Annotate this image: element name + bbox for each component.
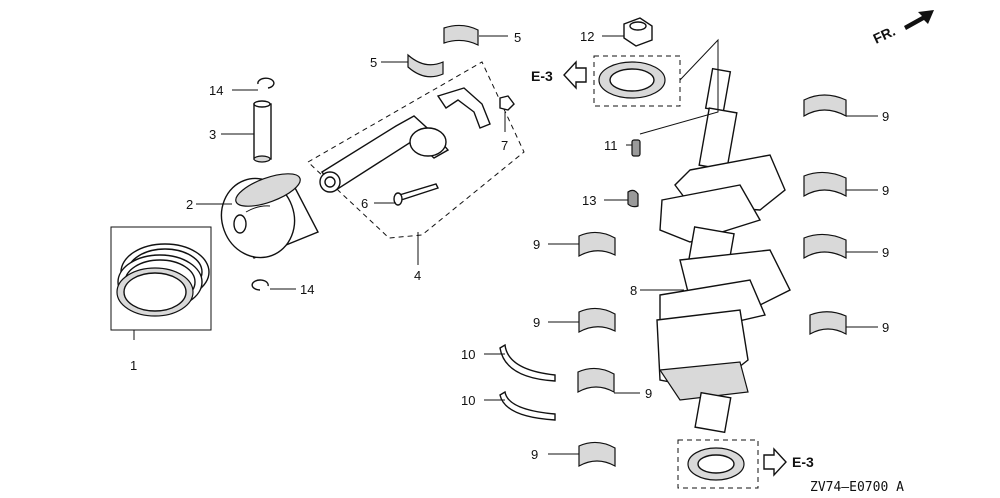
callout-14-top: 14 bbox=[209, 83, 223, 98]
piston bbox=[220, 173, 319, 259]
front-direction-label: FR. bbox=[871, 23, 898, 47]
callout-5-lower: 5 bbox=[370, 55, 377, 70]
main-bearing-6 bbox=[578, 307, 616, 334]
crank-key bbox=[627, 189, 639, 208]
thrust-washer-1 bbox=[499, 343, 556, 382]
crankshaft-nut bbox=[623, 17, 653, 47]
callout-8: 8 bbox=[630, 283, 637, 298]
main-bearing-2 bbox=[803, 171, 847, 198]
callout-3: 3 bbox=[209, 127, 216, 142]
e3-arrow-top bbox=[563, 60, 587, 90]
main-bearing-1 bbox=[803, 94, 847, 118]
connecting-rod-assembly bbox=[307, 61, 525, 239]
callout-9-h: 9 bbox=[531, 447, 538, 462]
callout-9-g: 9 bbox=[645, 386, 652, 401]
main-bearing-8 bbox=[578, 441, 616, 468]
leader-lines bbox=[133, 35, 878, 455]
callout-7: 7 bbox=[501, 138, 508, 153]
callout-5-upper: 5 bbox=[514, 30, 521, 45]
callout-9-e: 9 bbox=[533, 237, 540, 252]
callout-9-b: 9 bbox=[882, 183, 889, 198]
callout-10-b: 10 bbox=[461, 393, 475, 408]
e3-arrow-bottom bbox=[763, 447, 787, 477]
oil-seal-bottom bbox=[677, 439, 759, 489]
main-bearing-5 bbox=[578, 231, 616, 258]
callout-10-a: 10 bbox=[461, 347, 475, 362]
callout-4: 4 bbox=[414, 268, 421, 283]
pin-clip-bottom bbox=[251, 279, 269, 291]
callout-9-f: 9 bbox=[533, 315, 540, 330]
diagram-code: ZV74—E0700 A bbox=[810, 480, 904, 495]
crankshaft bbox=[656, 67, 791, 434]
piston-ring-set bbox=[110, 226, 212, 331]
main-bearing-3 bbox=[803, 233, 847, 260]
pin-clip-top bbox=[257, 77, 275, 89]
main-bearing-4 bbox=[809, 311, 847, 336]
callout-6: 6 bbox=[361, 196, 368, 211]
rod-bearing-lower bbox=[407, 53, 444, 78]
callout-1: 1 bbox=[130, 358, 137, 373]
oil-seal-top bbox=[593, 38, 719, 135]
callout-2: 2 bbox=[186, 197, 193, 212]
woodruff-key bbox=[631, 139, 641, 157]
callout-11: 11 bbox=[604, 138, 618, 153]
section-ref-top[interactable]: E-3 bbox=[531, 68, 553, 84]
callout-9-c: 9 bbox=[882, 245, 889, 260]
main-bearing-7 bbox=[577, 367, 615, 394]
callout-9-a: 9 bbox=[882, 109, 889, 124]
thrust-washer-2 bbox=[499, 390, 556, 421]
section-ref-bottom[interactable]: E-3 bbox=[792, 454, 814, 470]
callout-13: 13 bbox=[582, 193, 596, 208]
piston-pin bbox=[253, 100, 272, 163]
callout-12: 12 bbox=[580, 29, 594, 44]
callout-14-bottom: 14 bbox=[300, 282, 314, 297]
callout-9-d: 9 bbox=[882, 320, 889, 335]
rod-bearing-upper bbox=[443, 24, 479, 46]
front-direction-arrow bbox=[904, 10, 934, 30]
